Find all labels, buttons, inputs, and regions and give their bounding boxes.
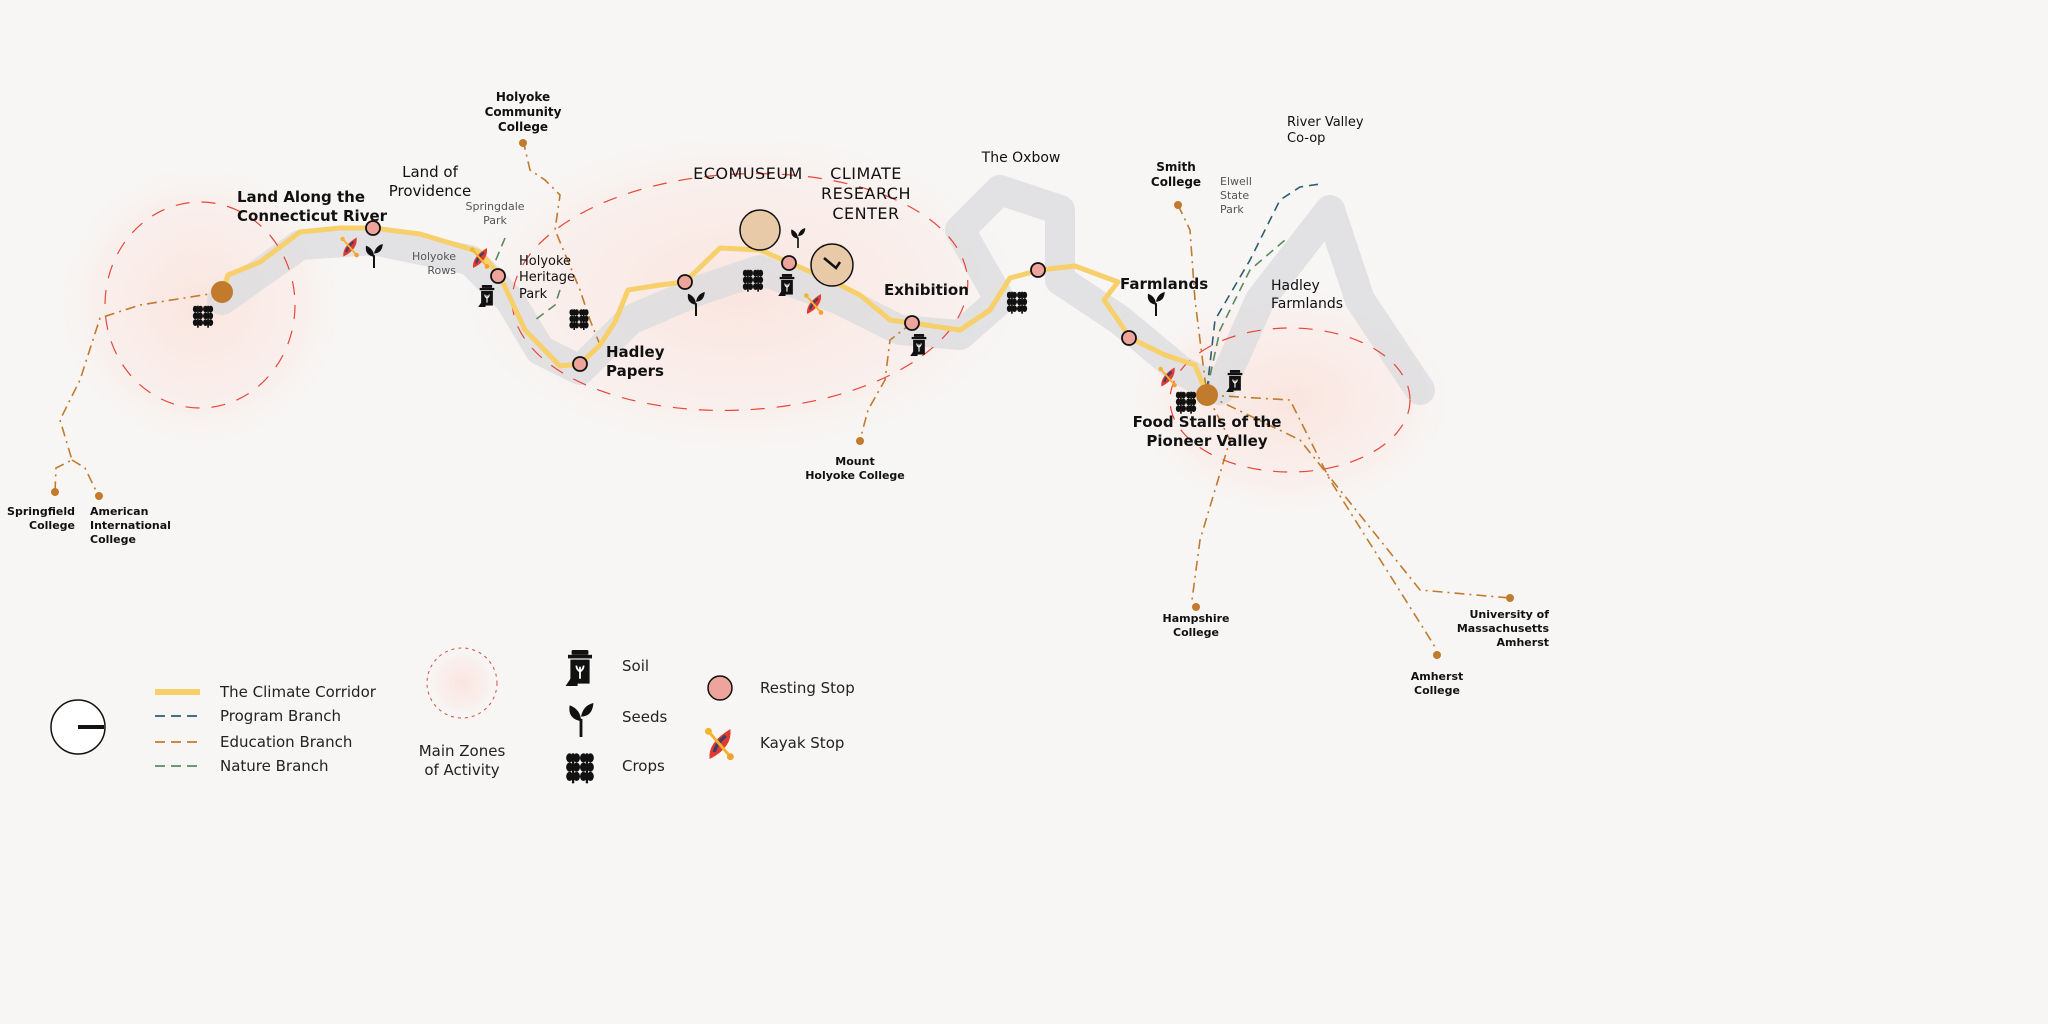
program-branch-coop	[1206, 183, 1321, 391]
label-springfield: Springfield College	[7, 505, 75, 532]
hub-food-stalls[interactable]	[1196, 384, 1218, 406]
pin-aic[interactable]	[95, 492, 103, 500]
branch-hampshire	[1191, 394, 1231, 607]
branch-aic	[71, 459, 99, 496]
legend-soil-icon	[565, 650, 593, 686]
legend-soil-label: Soil	[622, 657, 650, 675]
climate-corridor	[219, 225, 1210, 396]
pin-springfield[interactable]	[51, 488, 59, 496]
legend-crops-icon	[565, 752, 595, 784]
ecomuseum-building[interactable]	[739, 209, 781, 251]
legend-nature-label: Nature Branch	[220, 757, 329, 775]
resting-stop[interactable]	[365, 220, 381, 236]
resting-stop[interactable]	[490, 268, 506, 284]
legend-seeds-label: Seeds	[622, 708, 668, 726]
pin-mhc[interactable]	[856, 437, 864, 445]
nature-branches	[494, 237, 1286, 391]
branch-mhc	[859, 322, 913, 441]
branch-elwell	[1206, 239, 1286, 391]
legend-program-label: Program Branch	[220, 707, 341, 725]
legend-education-label: Education Branch	[220, 733, 353, 751]
legend-resting-swatch	[707, 675, 733, 701]
label-smith: Smith College	[1150, 160, 1202, 189]
label-holyoke-cc: Holyoke Community College	[484, 90, 562, 134]
legend-corridor-label: The Climate Corridor	[220, 683, 376, 701]
label-oxbow: The Oxbow	[981, 150, 1061, 166]
college-pins	[51, 139, 1514, 659]
pin-smith[interactable]	[1174, 201, 1182, 209]
pin-amherst[interactable]	[1433, 651, 1441, 659]
label-holyoke-rows: Holyoke Rows	[411, 250, 456, 277]
label-elwell: Elwell State Park	[1220, 175, 1252, 216]
label-farmlands: Farmlands	[1120, 275, 1209, 293]
label-springdale: Springdale Park	[465, 200, 525, 227]
label-holyoke-heritage: Holyoke Heritage Park	[519, 254, 576, 302]
branch-umass	[1206, 394, 1511, 599]
label-mount-holyoke: Mount Holyoke College	[805, 455, 905, 482]
legend-zones-label: Main Zones of Activity	[418, 742, 506, 779]
legend-resting-label: Resting Stop	[760, 679, 855, 697]
label-hadley-farmlands: Hadley Farmlands	[1271, 278, 1344, 312]
zone-glow-west	[50, 155, 350, 455]
branch-amherst	[1206, 394, 1438, 651]
pin-hampshire[interactable]	[1192, 603, 1200, 611]
branch-heritage	[534, 289, 561, 321]
label-climate-center: CLIMATE RESEARCH CENTER	[821, 164, 911, 223]
resting-stop[interactable]	[904, 315, 920, 331]
label-hadley-papers: Hadley Papers	[606, 343, 665, 380]
zone-west	[104, 201, 296, 409]
pin-hcc[interactable]	[519, 139, 527, 147]
resting-stop[interactable]	[677, 274, 693, 290]
resting-stop[interactable]	[572, 356, 588, 372]
hub-springfield[interactable]	[211, 281, 233, 303]
branch-springfield	[54, 291, 223, 493]
label-umass: University of Massachusetts Amherst	[1456, 608, 1549, 649]
resting-stop[interactable]	[1030, 262, 1046, 278]
lightning-icon	[823, 257, 842, 270]
label-ecomuseum: ECOMUSEUM	[693, 164, 803, 183]
legend-crops-label: Crops	[622, 757, 665, 775]
resting-stops	[365, 220, 1137, 372]
label-food-stalls: Food Stalls of the Pioneer Valley	[1132, 413, 1282, 450]
label-land-along: Land Along the Connecticut River	[237, 188, 388, 225]
seeds-icon	[1146, 292, 1166, 316]
label-land-of-providence: Land of Providence	[388, 163, 472, 200]
label-amherst: Amherst College	[1410, 670, 1464, 697]
resting-stop[interactable]	[1121, 330, 1137, 346]
resting-stop[interactable]	[781, 255, 797, 271]
pin-umass[interactable]	[1506, 594, 1514, 602]
legend-kayak-label: Kayak Stop	[760, 734, 845, 752]
zone-east	[1169, 327, 1411, 473]
legend-seeds-icon	[567, 703, 595, 737]
label-hampshire: Hampshire College	[1162, 612, 1230, 639]
label-river-valley: River Valley Co-op	[1287, 115, 1364, 147]
legend-zone-swatch	[426, 647, 498, 719]
label-aic: American International College	[90, 505, 171, 546]
label-exhibition: Exhibition	[884, 281, 969, 299]
legend-kayak-icon	[705, 726, 735, 762]
branch-springdale	[494, 237, 506, 263]
